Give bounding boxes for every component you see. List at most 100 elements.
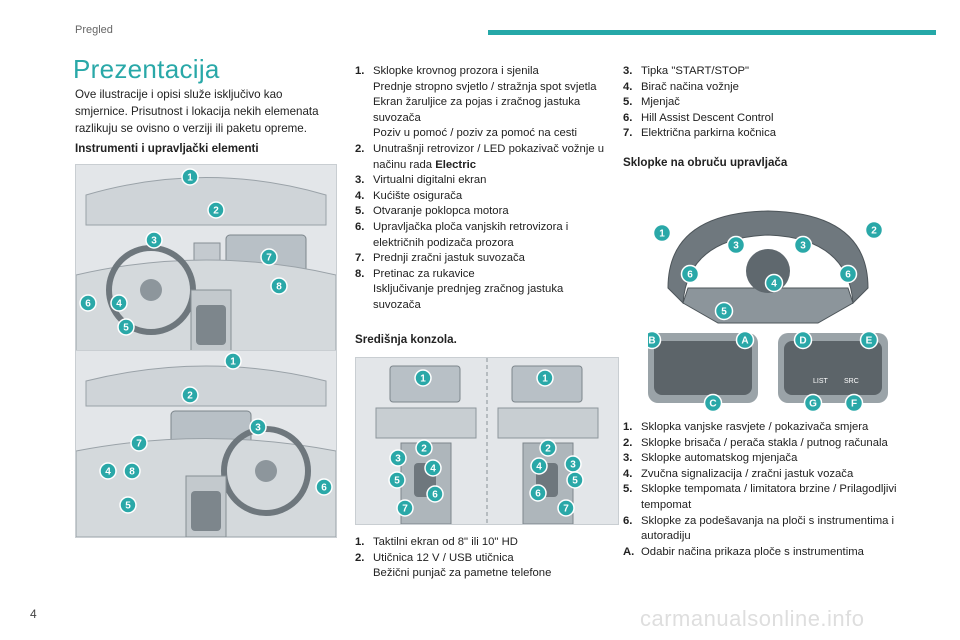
callout-marker bbox=[224, 352, 242, 370]
callout-label: 2 bbox=[187, 391, 193, 402]
callout-label: 6 bbox=[432, 490, 438, 501]
callout-label: D bbox=[799, 336, 806, 347]
item-number: 4. bbox=[623, 467, 633, 480]
callout-label: 2 bbox=[545, 444, 551, 455]
item-text: Tipka "START/STOP" bbox=[641, 64, 893, 80]
callout-label: 2 bbox=[213, 206, 219, 217]
item-line: Upravljačka ploča vanjskih retrovizora i… bbox=[373, 220, 569, 249]
item-text: Sklopke tempomata / limitatora brzine / … bbox=[641, 482, 913, 513]
callout-marker bbox=[726, 235, 746, 255]
list-item: 3.Virtualni digitalni ekran bbox=[355, 173, 610, 189]
list-item: 5. Sklopke tempomata / limitatora brzine … bbox=[623, 482, 913, 513]
section-label: Pregled bbox=[75, 24, 113, 36]
list-item: 3. Tipka "START/STOP" bbox=[623, 64, 893, 80]
callout-label: 3 bbox=[733, 241, 739, 252]
callout-label: 6 bbox=[845, 270, 851, 281]
console-heading: Središnja konzola. bbox=[355, 333, 457, 346]
item-line: Prednji zračni jastuk suvozača bbox=[373, 252, 525, 265]
item-number: 6. bbox=[623, 111, 633, 124]
callout-label: 6 bbox=[535, 489, 541, 500]
callout-marker bbox=[110, 294, 128, 312]
callout-marker bbox=[793, 330, 813, 350]
callout-label: 8 bbox=[276, 282, 282, 293]
callout-label: 4 bbox=[105, 467, 111, 478]
item-number: 3. bbox=[623, 65, 633, 77]
item-line: Virtualni digitalni ekran bbox=[373, 174, 487, 187]
item-line: Isključivanje prednjeg zračnog jastuka s… bbox=[373, 283, 564, 311]
page-title: Prezentacija bbox=[73, 54, 220, 84]
item-text: Sklopka vanjske rasvjete / pokazivača sm… bbox=[641, 420, 913, 436]
item-line: Odabir načina prikaza ploče s instrument… bbox=[641, 545, 864, 558]
callout-marker bbox=[181, 168, 199, 186]
item-text: Taktilni ekran od 8" ili 10" HD bbox=[373, 535, 610, 551]
callout-label: 1 bbox=[542, 374, 548, 385]
callout-marker bbox=[99, 462, 117, 480]
callout-marker bbox=[130, 434, 148, 452]
item-text: Hill Assist Descent Control bbox=[641, 111, 893, 127]
callout-marker bbox=[735, 330, 755, 350]
item-bold-text: Electric bbox=[435, 158, 477, 171]
callout-marker bbox=[648, 330, 662, 350]
list-item: 5. Mjenjač bbox=[623, 95, 893, 111]
list-item: 7.Električna parkirna kočnica bbox=[623, 126, 893, 142]
list-item: A.Odabir načina prikaza ploče s instrume… bbox=[623, 545, 913, 561]
item-number: 1. bbox=[355, 536, 365, 548]
callout-marker bbox=[415, 439, 433, 457]
callout-label: 8 bbox=[129, 467, 135, 478]
item-line: Ekran žaruljice za pojas i zračnog jastu… bbox=[373, 96, 581, 124]
callout-marker bbox=[426, 485, 444, 503]
list-item: 1. Taktilni ekran od 8" ili 10" HD bbox=[355, 535, 610, 551]
callout-marker bbox=[652, 223, 672, 243]
item-line: Utičnica 12 V / USB utičnica bbox=[373, 551, 514, 564]
callout-label: 1 bbox=[659, 229, 665, 240]
callout-marker bbox=[859, 330, 879, 350]
item-line: Sklopke brisača / perača stakla / putnog… bbox=[641, 436, 888, 449]
wheel-heading: Sklopke na obruču upravljača bbox=[623, 156, 788, 169]
callout-marker bbox=[530, 457, 548, 475]
callout-label: 5 bbox=[125, 501, 131, 512]
callout-marker bbox=[181, 386, 199, 404]
item-text: Mjenjač bbox=[641, 95, 893, 111]
callout-label: 5 bbox=[123, 323, 129, 334]
item-number: 5. bbox=[623, 483, 633, 496]
callout-marker bbox=[529, 484, 547, 502]
item-number: 6. bbox=[623, 514, 633, 527]
item-line: Hill Assist Descent Control bbox=[641, 111, 774, 124]
callout-label: 3 bbox=[151, 236, 157, 247]
callout-marker bbox=[557, 499, 575, 517]
callout-label: 1 bbox=[230, 357, 236, 368]
callout-marker bbox=[123, 462, 141, 480]
callout-marker bbox=[388, 471, 406, 489]
item-number: 3. bbox=[623, 452, 633, 465]
list-item: 6.Sklopke za podešavanja na ploči s inst… bbox=[623, 514, 913, 545]
list-item: 6. Hill Assist Descent Control bbox=[623, 111, 893, 127]
instruments-heading: Instrumenti i upravljački elementi bbox=[75, 142, 259, 155]
callout-marker bbox=[270, 277, 288, 295]
item-number: 5. bbox=[355, 205, 365, 218]
item-text: Otvaranje poklopca motora bbox=[373, 204, 610, 220]
item-number: 7. bbox=[355, 252, 365, 265]
callout-marker bbox=[844, 393, 864, 413]
callout-label: 7 bbox=[563, 504, 569, 515]
callout-marker bbox=[389, 449, 407, 467]
src-button-label: SRC bbox=[844, 378, 859, 385]
callout-label: F bbox=[851, 399, 857, 410]
item-number: 7. bbox=[623, 127, 633, 140]
callout-label: 4 bbox=[430, 464, 436, 475]
callout-label: 5 bbox=[572, 476, 578, 487]
item-number: 6. bbox=[355, 220, 365, 233]
item-number: 4. bbox=[623, 80, 633, 93]
list-item: 6. Upravljačka ploča vanjskih retrovizora… bbox=[355, 220, 610, 251]
list-item: 3.Sklopke automatskog mjenjača bbox=[623, 451, 913, 467]
callout-marker bbox=[803, 393, 823, 413]
item-line: Taktilni ekran od 8" ili 10" HD bbox=[373, 536, 518, 548]
callout-label: 4 bbox=[771, 279, 777, 290]
item-number: 5. bbox=[623, 96, 633, 109]
item-number: 8. bbox=[355, 267, 365, 280]
